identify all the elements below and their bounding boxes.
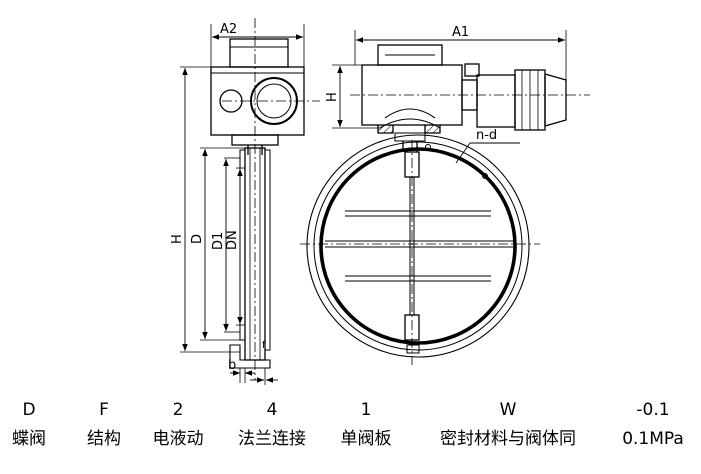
label-n-d: n-d <box>476 128 497 143</box>
code-4: 4 <box>266 400 278 420</box>
code-pressure: -0.1 <box>636 400 670 420</box>
code-2: 2 <box>172 400 184 420</box>
flange-bolt-circle <box>313 141 523 351</box>
meaning-flange-connection: 法兰连接 <box>238 429 306 449</box>
label-d1: D1 <box>211 232 226 250</box>
bolt-hole <box>425 144 431 150</box>
label-a2: A2 <box>220 22 237 37</box>
model-code-row: D F 2 4 1 W -0.1 <box>0 399 701 421</box>
side-view <box>180 18 320 385</box>
label-f: f <box>262 340 266 351</box>
front-view <box>300 30 590 365</box>
code-f: F <box>99 400 109 420</box>
label-h-side: H <box>170 234 185 244</box>
label-dn: DN <box>225 230 240 250</box>
seal-ring <box>319 147 517 345</box>
label-h-front: H <box>325 92 340 102</box>
motor <box>476 74 516 128</box>
model-meaning-row: 蝶阀 结构 电液动 法兰连接 单阀板 密封材料与阀体同 0.1MPa <box>0 428 701 450</box>
meaning-seal-material: 密封材料与阀体同 <box>440 429 576 449</box>
label-a1: A1 <box>452 25 469 40</box>
code-w: W <box>499 400 517 420</box>
actuator-top-block <box>229 38 289 68</box>
meaning-pressure: 0.1MPa <box>622 429 684 449</box>
label-b: b <box>228 358 236 373</box>
meaning-butterfly-valve: 蝶阀 <box>12 429 46 449</box>
label-d: D <box>190 234 205 244</box>
meaning-electro-hydraulic: 电液动 <box>152 429 204 449</box>
bolt-hole <box>482 173 488 179</box>
code-1: 1 <box>360 400 372 420</box>
flange-outer <box>306 134 530 358</box>
meaning-single-disc: 单阀板 <box>340 429 392 449</box>
meaning-structure: 结构 <box>87 429 121 449</box>
code-d: D <box>22 400 36 420</box>
